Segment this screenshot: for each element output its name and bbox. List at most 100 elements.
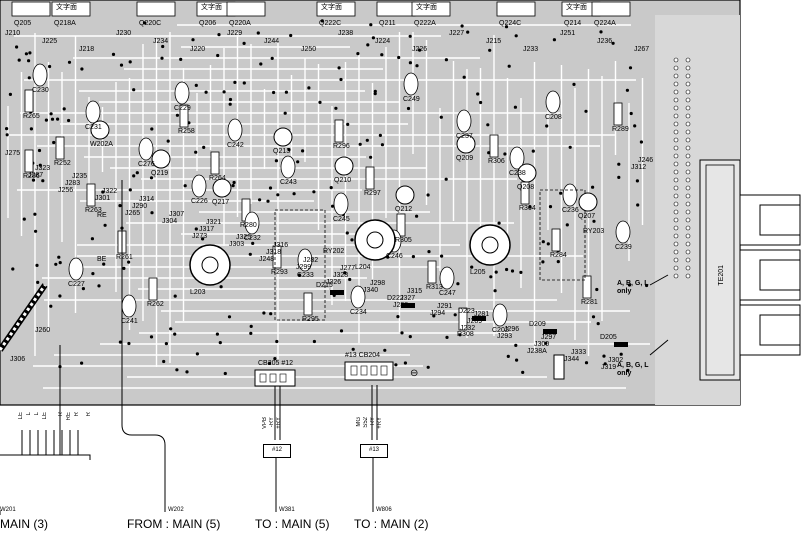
pad bbox=[50, 117, 55, 121]
pad bbox=[289, 33, 293, 38]
diode-body bbox=[330, 290, 344, 295]
pad bbox=[403, 361, 407, 365]
pad bbox=[486, 123, 490, 127]
pad bbox=[685, 257, 691, 263]
pad bbox=[432, 314, 436, 318]
pad bbox=[470, 265, 474, 269]
top-symbol-label: 文字面 bbox=[56, 4, 77, 11]
jumper-label: J232 bbox=[460, 325, 476, 332]
jumper-label: J256 bbox=[58, 187, 74, 194]
resistor-body bbox=[179, 104, 189, 128]
pad bbox=[673, 161, 679, 167]
resistor-label: R280 bbox=[240, 222, 257, 229]
coil-body bbox=[354, 219, 396, 261]
pad bbox=[552, 38, 557, 42]
pcb-traces bbox=[5, 24, 650, 389]
pad bbox=[685, 193, 691, 199]
pad bbox=[284, 90, 288, 94]
pad bbox=[685, 121, 691, 127]
pad bbox=[685, 57, 691, 63]
pad bbox=[476, 92, 480, 96]
pad bbox=[685, 209, 691, 215]
w202-be-pin: BE bbox=[97, 256, 107, 263]
coil-core bbox=[201, 256, 219, 274]
pad bbox=[673, 193, 679, 199]
pad bbox=[628, 66, 633, 70]
pad bbox=[48, 64, 52, 69]
jumper-label: J299 bbox=[296, 264, 312, 271]
pad bbox=[34, 229, 38, 233]
pad bbox=[440, 254, 444, 258]
transistor-body bbox=[212, 178, 232, 198]
jumper-label: J344 bbox=[564, 356, 580, 363]
pad bbox=[343, 271, 347, 275]
pad bbox=[33, 212, 37, 216]
transistor-body bbox=[273, 127, 293, 147]
pad bbox=[345, 231, 349, 235]
pad bbox=[493, 289, 497, 293]
capacitor-body bbox=[615, 220, 631, 244]
pad bbox=[366, 43, 370, 47]
pad bbox=[685, 89, 691, 95]
resistor-label: R313 bbox=[426, 284, 443, 291]
pad bbox=[128, 60, 132, 64]
pad bbox=[673, 265, 679, 271]
pad bbox=[503, 152, 507, 156]
pad bbox=[673, 233, 679, 239]
pad bbox=[80, 361, 84, 365]
pad bbox=[127, 341, 131, 346]
jumper-label: J246 bbox=[638, 157, 654, 164]
jumper-label: J328 bbox=[333, 272, 349, 279]
pad bbox=[685, 137, 691, 143]
top-transistor-label: Q220C bbox=[139, 20, 162, 27]
top-jumper-label: J224 bbox=[375, 38, 391, 45]
pad bbox=[673, 137, 679, 143]
resistor-label: R305 bbox=[395, 237, 412, 244]
jumper-label: J340 bbox=[363, 287, 379, 294]
pad bbox=[54, 262, 58, 266]
top-transistor-body bbox=[591, 1, 631, 17]
pad bbox=[194, 83, 198, 87]
diode-body bbox=[614, 342, 628, 347]
transistor-body bbox=[90, 120, 110, 140]
capacitor-label: C229 bbox=[174, 105, 191, 112]
top-symbol-label: 文字面 bbox=[321, 4, 342, 11]
relay-outline bbox=[539, 189, 586, 281]
capacitor-body bbox=[350, 285, 366, 309]
pad bbox=[318, 100, 322, 104]
pad bbox=[619, 352, 623, 356]
capacitor-label: C230 bbox=[32, 87, 49, 94]
transistor-label: Q217 bbox=[212, 199, 230, 206]
resistor-body bbox=[210, 151, 220, 175]
jumper-label: J318 bbox=[266, 249, 282, 256]
pad bbox=[584, 361, 589, 365]
top-jumper-label: J229 bbox=[227, 30, 243, 37]
capacitor-label: C234 bbox=[350, 309, 367, 316]
diode-body bbox=[543, 329, 557, 334]
pad bbox=[521, 370, 525, 374]
pad bbox=[572, 82, 576, 86]
resistor-label: R289 bbox=[612, 126, 629, 133]
pad bbox=[11, 267, 15, 271]
pad bbox=[149, 176, 154, 180]
capacitor-label: C246 bbox=[386, 253, 403, 260]
pad bbox=[161, 44, 165, 49]
w202-re-pin: RE bbox=[97, 212, 107, 219]
jumper-label: J302 bbox=[608, 357, 624, 364]
pad bbox=[456, 282, 460, 286]
capacitor-label: C227 bbox=[68, 281, 85, 288]
pad bbox=[201, 237, 205, 241]
pad bbox=[685, 225, 691, 231]
pad bbox=[58, 294, 62, 298]
note-abgl-lower: A, B, G, L only bbox=[617, 362, 649, 377]
transistor-label: Q209 bbox=[456, 155, 474, 162]
pad bbox=[57, 255, 61, 259]
w806-tag-box: #13 bbox=[360, 444, 388, 458]
top-transistor-label: Q222A bbox=[414, 20, 436, 27]
pad bbox=[673, 81, 679, 87]
pad bbox=[635, 179, 640, 183]
pad bbox=[462, 75, 466, 79]
transistor-label: W202A bbox=[90, 141, 113, 148]
pad bbox=[195, 352, 199, 356]
transistor-body bbox=[517, 163, 537, 183]
